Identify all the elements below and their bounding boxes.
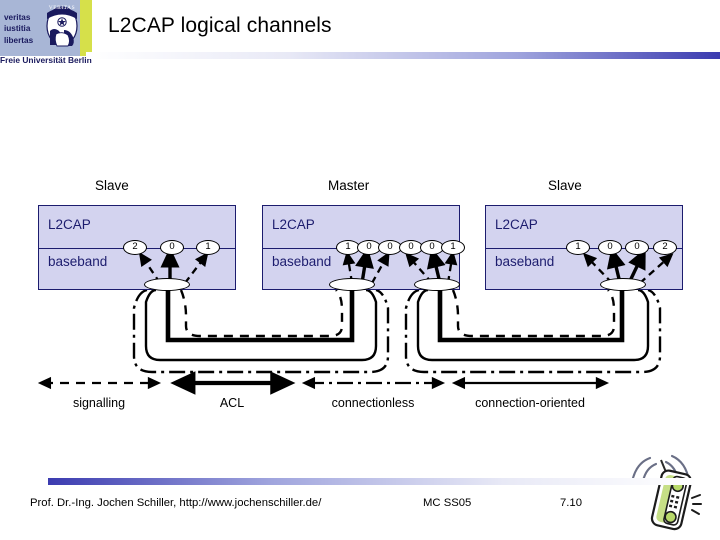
node-role-label-slave-right: Slave bbox=[548, 178, 582, 193]
acl-link-right bbox=[437, 290, 625, 343]
layer-label-l2cap: L2CAP bbox=[48, 217, 91, 232]
channel-id-slave-right-3: 2 bbox=[653, 240, 677, 255]
baseband-port-master-right bbox=[414, 278, 460, 291]
layer-label-l2cap: L2CAP bbox=[495, 217, 538, 232]
channel-id-master-5: 1 bbox=[441, 240, 465, 255]
logo-motto: veritas iustitia libertas bbox=[4, 12, 52, 46]
channel-id-slave-left-1: 0 bbox=[160, 240, 184, 255]
arrow-to-cid-0b-master bbox=[370, 251, 390, 284]
signalling-link-left bbox=[179, 289, 344, 338]
arrow-to-cid-2-right bbox=[639, 253, 674, 284]
page-title: L2CAP logical channels bbox=[108, 14, 332, 37]
arrow-to-cid-1-left bbox=[184, 252, 209, 284]
footer-divider bbox=[48, 478, 698, 485]
logo-motto-line-1: veritas bbox=[4, 13, 31, 22]
l2cap-channel-diagram: Slave L2CAP baseband 2 0 1 Master bbox=[0, 150, 720, 420]
channel-id-slave-left-2: 1 bbox=[196, 240, 220, 255]
mobile-phone-icon bbox=[612, 432, 712, 532]
diagram-legend: signalling ACL connectionless connection… bbox=[0, 371, 720, 414]
channel-id-master-4: 0 bbox=[420, 240, 444, 255]
footer-course: MC SS05 bbox=[423, 497, 472, 509]
connection-oriented-link-left bbox=[144, 288, 378, 362]
channel-id-slave-right-2: 0 bbox=[625, 240, 649, 255]
connection-oriented-link-right bbox=[416, 288, 650, 362]
channel-id-slave-right-0: 1 bbox=[566, 240, 590, 255]
legend-arrow-glyphs bbox=[37, 371, 610, 395]
channel-connection-lines bbox=[132, 288, 662, 374]
signalling-link-right bbox=[451, 289, 616, 338]
footer-page-number: 7.10 bbox=[560, 497, 582, 509]
channel-id-slave-right-1: 0 bbox=[598, 240, 622, 255]
baseband-port-master-left bbox=[329, 278, 375, 291]
baseband-port-slave-left bbox=[144, 278, 190, 291]
baseband-port-slave-right bbox=[600, 278, 646, 291]
svg-text:VERITAS: VERITAS bbox=[49, 5, 76, 11]
acl-link-left bbox=[165, 290, 355, 343]
layer-label-baseband: baseband bbox=[272, 254, 332, 269]
node-role-label-master: Master bbox=[328, 178, 370, 193]
legend-label-connection-oriented: connection-oriented bbox=[475, 396, 585, 410]
header-divider bbox=[86, 52, 720, 59]
layer-label-baseband: baseband bbox=[48, 254, 108, 269]
channel-id-master-1: 0 bbox=[357, 240, 381, 255]
logo-accent-bar bbox=[78, 0, 92, 56]
layer-label-baseband: baseband bbox=[495, 254, 555, 269]
logo-university-name: Freie Universität Berlin bbox=[0, 55, 92, 65]
legend-label-acl: ACL bbox=[219, 396, 245, 410]
logo-seal-icon: VERITAS bbox=[44, 0, 80, 56]
connectionless-link-right bbox=[404, 288, 662, 374]
legend-label-signalling: signalling bbox=[72, 396, 126, 410]
legend-label-connectionless: connectionless bbox=[331, 396, 415, 410]
channel-id-slave-left-0: 2 bbox=[123, 240, 147, 255]
node-role-label-slave-left: Slave bbox=[95, 178, 129, 193]
logo-motto-line-3: libertas bbox=[4, 35, 34, 45]
university-logo: VERITAS veritas iustitia libertas Freie … bbox=[0, 0, 92, 66]
logo-motto-line-2: iustitia bbox=[4, 24, 31, 34]
footer-author: Prof. Dr.-Ing. Jochen Schiller, http://w… bbox=[30, 497, 322, 509]
layer-label-l2cap: L2CAP bbox=[272, 217, 315, 232]
